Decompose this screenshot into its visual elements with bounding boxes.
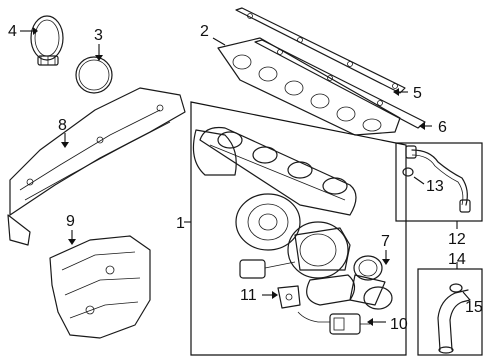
callout-14: 14 xyxy=(448,251,466,268)
leader-13 xyxy=(413,176,425,185)
oil-line-box xyxy=(395,142,483,222)
leader-3-arrow xyxy=(95,55,103,61)
callout-1: 1 xyxy=(176,215,185,232)
callout-2: 2 xyxy=(200,23,209,40)
callout-7: 7 xyxy=(381,233,390,250)
leader-7-arrow xyxy=(382,259,390,265)
part-14-return-hose xyxy=(437,289,471,354)
part-15-o-ring xyxy=(449,283,463,293)
part-4-clamp xyxy=(30,15,64,66)
leader-5-arrow xyxy=(393,88,399,96)
callout-8: 8 xyxy=(58,117,67,134)
part-13-seal xyxy=(402,167,414,177)
part-5-gasket-strip xyxy=(235,7,406,94)
turbo-assembly-frame xyxy=(190,101,407,356)
callout-6: 6 xyxy=(438,119,447,136)
callout-10: 10 xyxy=(390,316,408,333)
part-3-gasket-ring xyxy=(75,56,113,94)
callout-9: 9 xyxy=(66,213,75,230)
callout-13: 13 xyxy=(426,178,444,195)
leader-10-arrow xyxy=(367,318,373,326)
part-10-sensor xyxy=(297,311,370,335)
callout-15: 15 xyxy=(465,299,483,316)
leader-2 xyxy=(212,37,226,46)
part-11-bracket xyxy=(277,285,301,309)
leader-11-arrow xyxy=(272,291,278,299)
part-7-outlet-elbow xyxy=(349,255,393,310)
part-1-turbocharger xyxy=(192,126,357,306)
callout-11: 11 xyxy=(240,287,257,304)
return-line-box xyxy=(417,268,483,356)
callout-12: 12 xyxy=(448,231,466,248)
part-2-manifold-gasket xyxy=(217,37,401,136)
leader-9-arrow xyxy=(68,239,76,245)
leader-4-arrow xyxy=(33,27,38,35)
part-12-oil-line xyxy=(405,145,471,213)
leader-6-arrow xyxy=(419,122,425,130)
callout-3: 3 xyxy=(94,27,103,44)
leader-8-arrow xyxy=(61,142,69,148)
callout-5: 5 xyxy=(413,85,422,102)
part-9-heat-shield xyxy=(49,235,151,339)
callout-4: 4 xyxy=(8,23,17,40)
part-8-heat-shield xyxy=(7,87,186,246)
leader-15 xyxy=(462,291,471,301)
